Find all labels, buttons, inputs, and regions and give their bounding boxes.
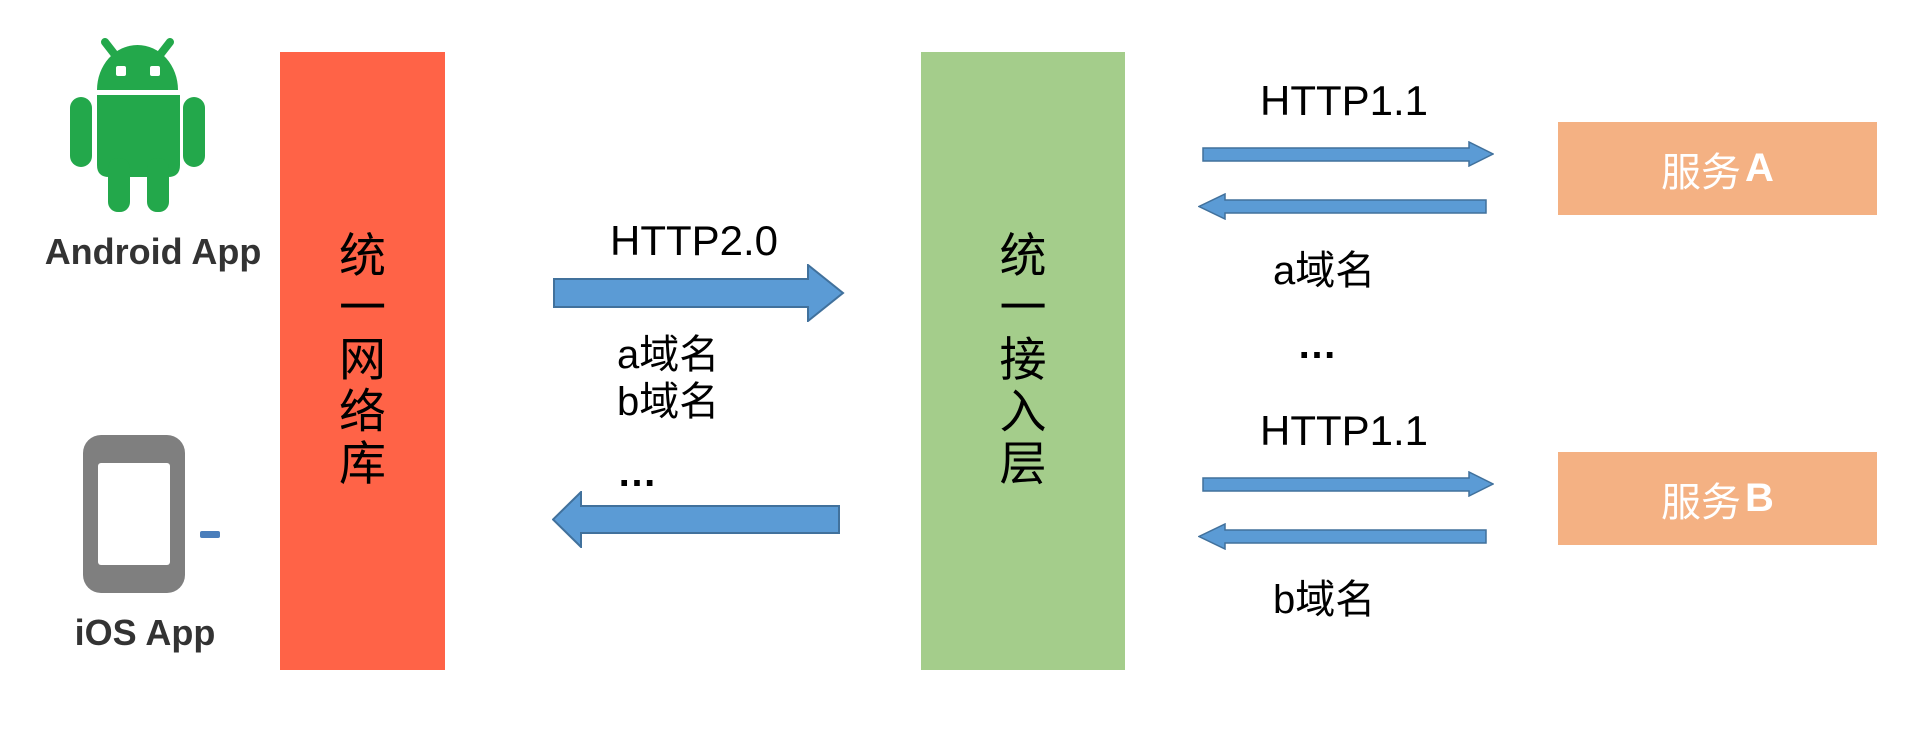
domain-label-b: b域名 bbox=[1273, 578, 1376, 622]
ios-phone-screen bbox=[98, 463, 170, 565]
ios-phone-icon bbox=[83, 435, 185, 593]
domain-item: a域名 bbox=[617, 333, 720, 377]
arrow-left-icon bbox=[1198, 193, 1487, 220]
http11-protocol-label-a: HTTP1.1 bbox=[1260, 77, 1429, 124]
arrow-right-icon bbox=[1202, 141, 1494, 167]
service-b-suffix: B bbox=[1745, 476, 1774, 520]
arrow-left-icon bbox=[552, 491, 840, 548]
android-label: Android App bbox=[44, 231, 262, 272]
service-a-suffix: A bbox=[1745, 146, 1774, 190]
ellipsis-label: … bbox=[617, 451, 659, 495]
ios-label: iOS App bbox=[74, 612, 216, 653]
arrow-right-icon bbox=[553, 264, 845, 322]
android-icon bbox=[70, 38, 205, 212]
ellipsis-label: … bbox=[1297, 323, 1339, 367]
arrow-left-icon bbox=[1198, 523, 1487, 550]
service-b-name: 服务 bbox=[1661, 479, 1742, 526]
unified-access-label: 统一接入层 bbox=[999, 229, 1047, 492]
domain-label-a: a域名 bbox=[1273, 249, 1376, 293]
domain-item: b域名 bbox=[617, 380, 720, 424]
service-a-name: 服务 bbox=[1661, 149, 1742, 196]
http11-protocol-label-b: HTTP1.1 bbox=[1260, 407, 1429, 454]
unified-network-bar: 统一网络库 bbox=[280, 52, 445, 670]
arrow-right-icon bbox=[1202, 471, 1494, 497]
http2-protocol-label: HTTP2.0 bbox=[610, 217, 779, 264]
middle-domain-list: a域名 b域名 … bbox=[617, 332, 719, 497]
unified-access-bar: 统一接入层 bbox=[921, 52, 1125, 670]
unified-network-label: 统一网络库 bbox=[339, 229, 386, 492]
ios-dash-icon bbox=[200, 531, 220, 538]
